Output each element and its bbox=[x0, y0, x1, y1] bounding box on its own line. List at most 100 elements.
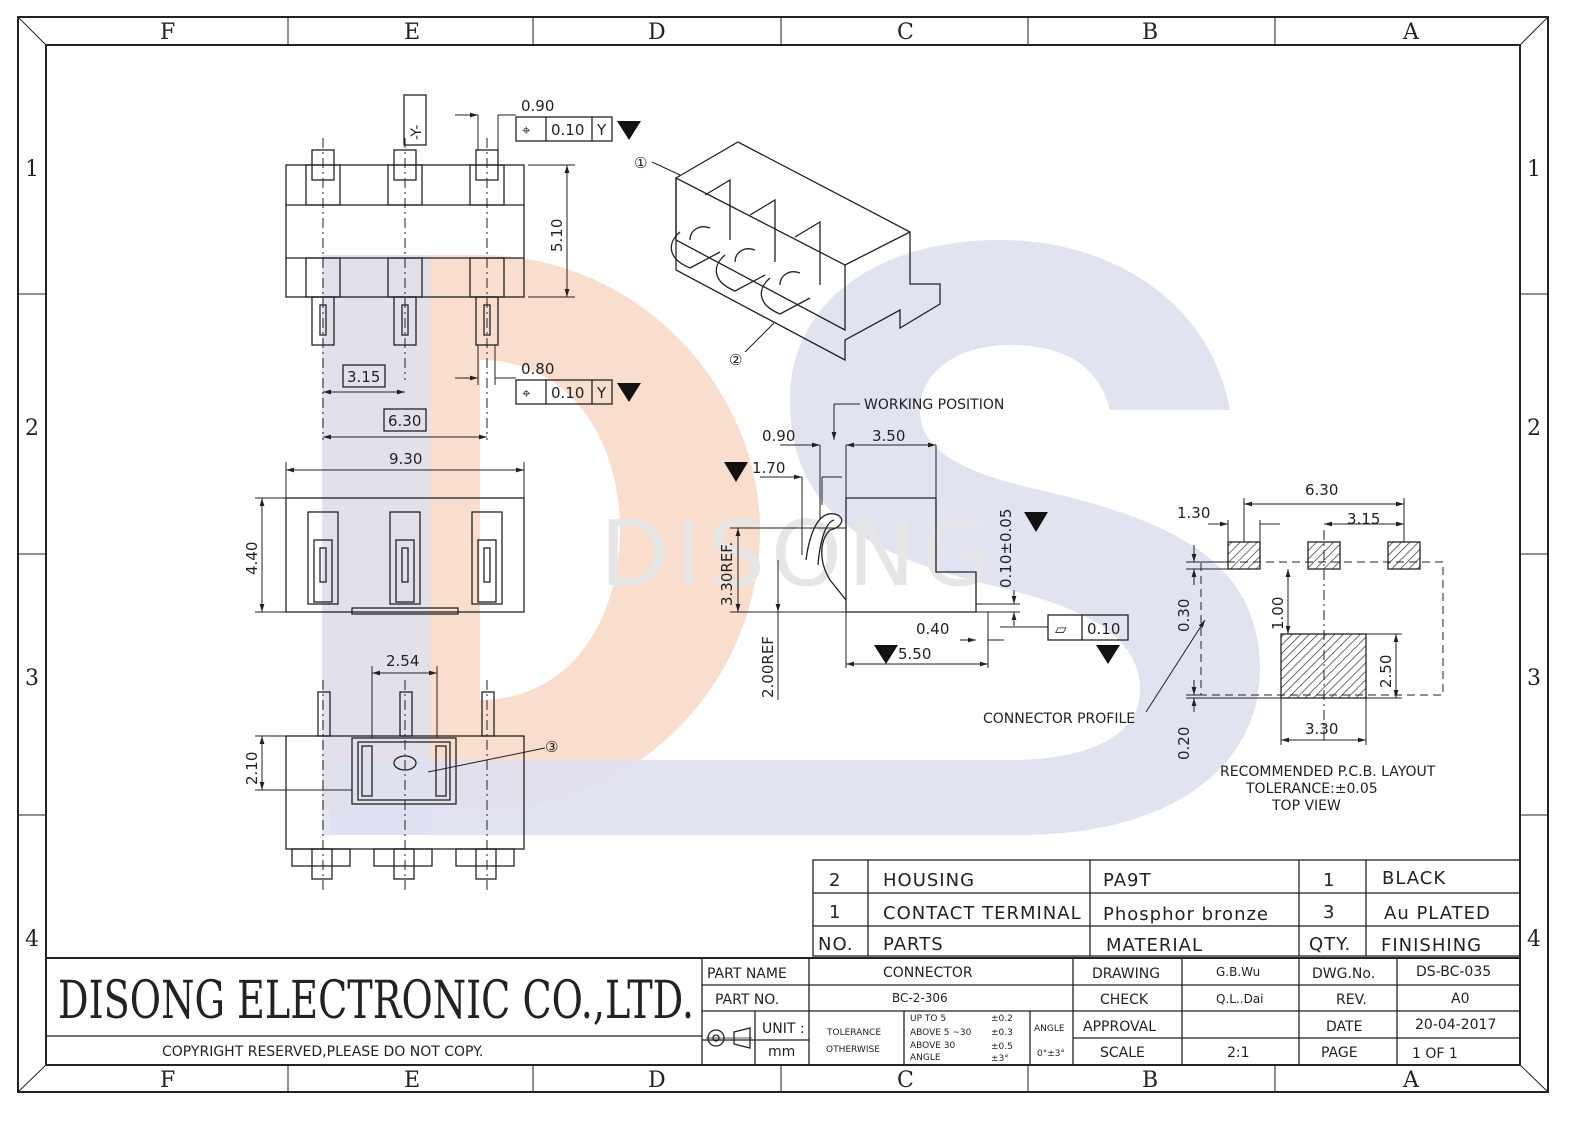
approval-label: APPROVAL bbox=[1083, 1019, 1156, 1035]
zone-row-left-3: 3 bbox=[25, 666, 39, 691]
zone-col-top-d: D bbox=[648, 20, 666, 45]
dim-side-040: 0.40 bbox=[916, 620, 949, 638]
zone-row-left-2: 2 bbox=[25, 416, 39, 441]
pcb-dim-130: 1.30 bbox=[1177, 504, 1210, 522]
zone-col-top-c: C bbox=[897, 20, 914, 45]
part-no-value: BC-2-306 bbox=[892, 991, 948, 1005]
zone-row-right-1: 1 bbox=[1527, 157, 1541, 182]
finish-triangle-3 bbox=[724, 462, 748, 482]
copyright-note: COPYRIGHT RESERVED,PLEASE DO NOT COPY. bbox=[162, 1044, 483, 1060]
dim-pitch-315: 3.15 bbox=[347, 368, 380, 386]
gdt-top-symbol: ⌖ bbox=[522, 121, 531, 139]
zone-row-right-2: 2 bbox=[1527, 416, 1541, 441]
dim-pitch-254: 2.54 bbox=[386, 652, 419, 670]
part-no-label: PART NO. bbox=[715, 992, 779, 1008]
bom-row2-material: Phosphor bronze bbox=[1103, 904, 1269, 925]
dim-side-090: 0.90 bbox=[762, 427, 795, 445]
zone-row-right-3: 3 bbox=[1527, 666, 1541, 691]
bottom-view bbox=[255, 666, 546, 890]
page-value: 1 OF 1 bbox=[1412, 1046, 1458, 1062]
working-position-label: WORKING POSITION bbox=[864, 397, 1004, 413]
angle-label: ANGLE bbox=[1034, 1024, 1065, 1034]
finish-triangle-6 bbox=[1096, 645, 1120, 664]
gdt-bottom-symbol: ⌖ bbox=[522, 384, 531, 402]
bom-header-finish: FINISHING bbox=[1381, 935, 1482, 956]
angle-value: 0°±3° bbox=[1037, 1049, 1065, 1059]
dim-height-440: 4.40 bbox=[243, 542, 261, 575]
part-name-value: CONNECTOR bbox=[883, 965, 973, 981]
company-name: DISONG ELECTRONIC CO.,LTD. bbox=[58, 971, 694, 1031]
dim-side-170: 1.70 bbox=[752, 459, 785, 477]
bom-header-part: PARTS bbox=[883, 934, 944, 955]
bom-header-no: NO. bbox=[818, 934, 854, 955]
tolerance-range-4: ANGLE bbox=[910, 1053, 941, 1063]
drawing-value: G.B.Wu bbox=[1216, 965, 1260, 979]
zone-col-top-f: F bbox=[160, 20, 175, 45]
pcb-pad-1 bbox=[1227, 541, 1261, 570]
callout-2: ② bbox=[729, 351, 742, 369]
zone-col-bottom-e: E bbox=[404, 1068, 420, 1093]
gdt-bottom-tol: 0.10 bbox=[551, 384, 584, 402]
finish-triangle-1 bbox=[617, 121, 641, 140]
date-label: DATE bbox=[1326, 1019, 1362, 1035]
connector-profile-label: CONNECTOR PROFILE bbox=[983, 711, 1135, 727]
pcb-dim-100: 1.00 bbox=[1269, 597, 1287, 630]
finish-triangle-5 bbox=[874, 645, 898, 664]
zone-col-bottom-d: D bbox=[648, 1068, 666, 1093]
pcb-note-3: TOP VIEW bbox=[1271, 798, 1341, 814]
dim-side-200ref: 2.00REF bbox=[759, 636, 777, 698]
zone-row-left-4: 4 bbox=[25, 927, 39, 952]
pcb-dim-630: 6.30 bbox=[1305, 481, 1338, 499]
callout-1: ① bbox=[634, 154, 647, 172]
check-label: CHECK bbox=[1100, 992, 1149, 1008]
dim-span-630: 6.30 bbox=[388, 412, 421, 430]
check-value: Q.L..Dai bbox=[1216, 992, 1264, 1006]
zone-col-bottom-c: C bbox=[897, 1068, 914, 1093]
dim-top-090: 0.90 bbox=[521, 97, 554, 115]
tolerance-value-3: ±0.5 bbox=[991, 1042, 1013, 1052]
pcb-dim-020: 0.20 bbox=[1175, 727, 1193, 760]
bom-row2-qty: 3 bbox=[1323, 902, 1335, 923]
title-block bbox=[46, 957, 1520, 1065]
bom-row1-no: 2 bbox=[829, 870, 841, 891]
bom-table bbox=[812, 859, 1521, 957]
pcb-dim-250: 2.50 bbox=[1377, 655, 1395, 688]
drawing-label: DRAWING bbox=[1092, 966, 1160, 982]
zone-col-top-a: A bbox=[1402, 20, 1420, 45]
scale-label: SCALE bbox=[1100, 1045, 1145, 1061]
pcb-dim-330: 3.30 bbox=[1305, 720, 1338, 738]
flatness-symbol: ▱ bbox=[1055, 620, 1067, 638]
tolerance-label-2: OTHERWISE bbox=[826, 1045, 880, 1055]
dwg-no-label: DWG.No. bbox=[1312, 966, 1375, 982]
finish-triangle-4 bbox=[1024, 512, 1048, 532]
pcb-pad-3 bbox=[1387, 541, 1421, 570]
finish-triangle-2 bbox=[617, 383, 641, 402]
bom-row1-part: HOUSING bbox=[883, 870, 975, 891]
bom-row2-part: CONTACT TERMINAL bbox=[883, 903, 1082, 924]
zone-col-top-b: B bbox=[1142, 20, 1158, 45]
pcb-dim-315: 3.15 bbox=[1347, 510, 1380, 528]
scale-value: 2:1 bbox=[1227, 1045, 1250, 1061]
gdt-top-tol: 0.10 bbox=[551, 121, 584, 139]
rev-value: A0 bbox=[1451, 991, 1469, 1007]
tolerance-value-1: ±0.2 bbox=[991, 1014, 1013, 1024]
dim-side-330ref: 3.30REF. bbox=[718, 542, 736, 606]
tolerance-range-2: ABOVE 5 ~30 bbox=[910, 1028, 972, 1038]
rev-label: REV. bbox=[1336, 992, 1367, 1008]
dwg-no-value: DS-BC-035 bbox=[1416, 964, 1491, 980]
dim-side-350: 3.50 bbox=[872, 427, 905, 445]
pcb-note-1: RECOMMENDED P.C.B. LAYOUT bbox=[1220, 764, 1436, 780]
unit-value: mm bbox=[768, 1044, 795, 1060]
top-view bbox=[285, 94, 613, 440]
page-label: PAGE bbox=[1321, 1045, 1358, 1061]
dim-side-010: 0.10±0.05 bbox=[997, 509, 1015, 588]
iso-view bbox=[651, 141, 941, 362]
part-name-label: PART NAME bbox=[707, 966, 787, 982]
watermark: DISONG bbox=[322, 240, 1260, 835]
tolerance-value-2: ±0.3 bbox=[991, 1028, 1013, 1038]
zone-row-right-4: 4 bbox=[1527, 927, 1541, 952]
bom-header-qty: QTY. bbox=[1309, 934, 1351, 955]
zone-row-left-1: 1 bbox=[25, 157, 39, 182]
bom-header-material: MATERIAL bbox=[1106, 935, 1203, 956]
gdt-bottom-datum: Y bbox=[596, 384, 607, 402]
